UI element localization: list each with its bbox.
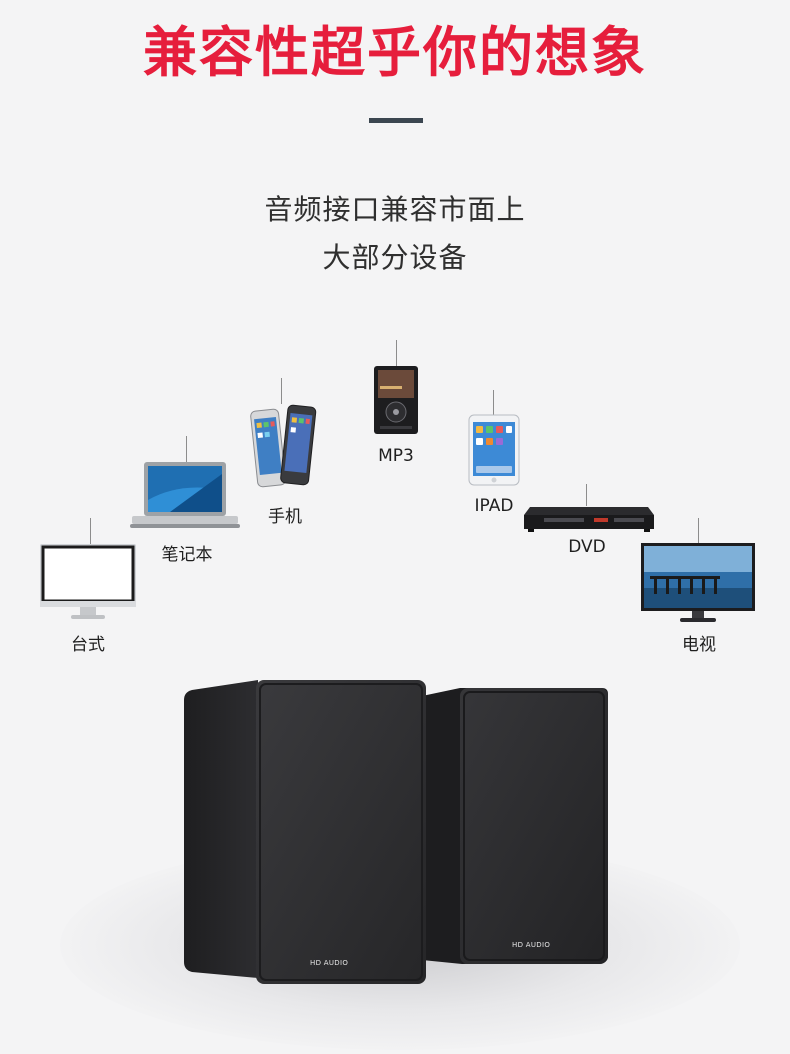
desktop-monitor-icon <box>40 544 136 619</box>
connector-line <box>493 390 494 416</box>
tablet-icon <box>468 414 520 486</box>
connector-line <box>186 436 187 462</box>
smartphone-icon <box>250 404 317 488</box>
title-divider <box>369 118 423 123</box>
mp3-player-icon <box>374 366 418 434</box>
device-label-phone: 手机 <box>268 507 302 527</box>
dvd-player-icon <box>524 507 654 532</box>
subtitle-line-2: 大部分设备 <box>322 241 468 274</box>
connector-line <box>90 518 91 544</box>
page-title: 兼容性超乎你的想象 <box>143 21 647 84</box>
laptop-icon <box>130 462 240 528</box>
device-label-dvd: DVD <box>568 537 606 557</box>
device-label-ipad: IPAD <box>474 496 514 516</box>
connector-line <box>396 340 397 366</box>
connector-line <box>586 484 587 506</box>
bookshelf-speakers-image <box>184 680 608 984</box>
speaker-brand-label-right: HD AUDIO <box>512 941 551 949</box>
device-label-mp3: MP3 <box>378 446 414 466</box>
television-icon <box>641 543 755 622</box>
device-label-desktop: 台式 <box>71 635 105 655</box>
speaker-brand-label-left: HD AUDIO <box>310 959 349 967</box>
subtitle-line-1: 音频接口兼容市面上 <box>264 193 526 226</box>
device-label-laptop: 笔记本 <box>161 545 213 565</box>
device-label-tv: 电视 <box>682 635 716 655</box>
connector-line <box>281 378 282 404</box>
connector-line <box>698 518 699 544</box>
